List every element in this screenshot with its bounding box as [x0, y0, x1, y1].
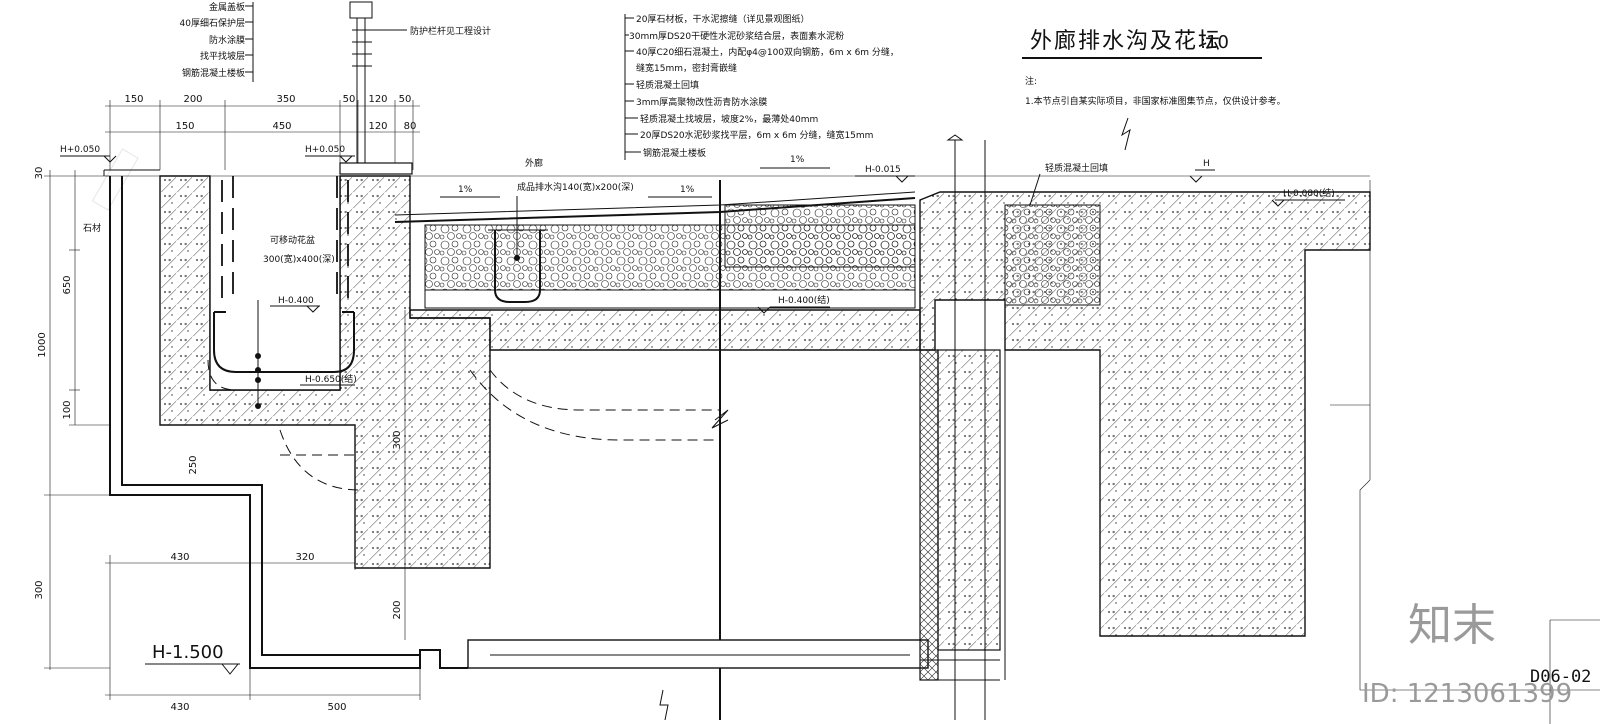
dim-top-3: 50	[343, 94, 356, 105]
elev-0015: H-0.015	[865, 165, 901, 175]
left-layer-3: 找平找坡层	[200, 50, 245, 62]
dim-left-2: 1000	[37, 332, 48, 357]
dim-top-1: 200	[183, 94, 202, 105]
drawing-code: D06-02	[1530, 667, 1591, 687]
slope-left: 1%	[458, 185, 473, 195]
dim-bottom-3: 500	[327, 702, 346, 713]
title-block: 外廊排水沟及花坛 :10 注: 1.本节点引自某实际项目，非国家标准图集节点，仅…	[1022, 29, 1286, 107]
top-dimensions: 150 200 350 50 120 50 150 450 120 80	[105, 94, 420, 170]
label-drain: 成品排水沟140(宽)x200(深)	[517, 181, 634, 193]
dim-top-2: 350	[276, 94, 295, 105]
label-planter-1: 可移动花盆	[270, 234, 315, 246]
dim-bottom-2: 430	[170, 702, 189, 713]
label-planter-2: 300(宽)x400(深)	[263, 253, 335, 265]
center-layer-5: 3mm厚高聚物改性沥青防水涂膜	[636, 96, 767, 108]
center-layer-0: 20厚石材板，干水泥擦缝（详见景观图纸）	[636, 13, 809, 25]
slope-right: 1%	[680, 185, 695, 195]
faint-watermark	[91, 148, 139, 211]
left-layer-0: 金属盖板	[209, 1, 245, 13]
watermark-id: ID: 1213061399	[1362, 679, 1572, 709]
label-light-fill: 轻质混凝土回填	[1045, 162, 1108, 174]
railing-post: 防护栏杆见工程设计	[349, 1, 491, 172]
dim-left-5: 300	[34, 580, 45, 599]
elevation-marks: H+0.050 H+0.050 H-0.400 H-0.650(结) H-0.0…	[60, 145, 1345, 675]
right-structure	[919, 117, 1600, 724]
center-layer-2: 40厚C20细石混凝土，内配φ4@100双向钢筋，6m x 6m 分缝，	[636, 46, 899, 58]
dim-top2-2: 120	[368, 121, 387, 132]
center-layer-notes: 20厚石材板，干水泥擦缝（详见景观图纸） 30mm厚DS20干硬性水泥砂浆结合层…	[624, 13, 899, 160]
elev-0650: H-0.650(结)	[305, 373, 357, 385]
center-layer-1: 30mm厚DS20干硬性水泥砂浆结合层，表面素水泥粉	[629, 30, 844, 42]
dim-left-3: 100	[62, 400, 73, 419]
dim-left-1: 650	[62, 275, 73, 294]
center-layer-4: 轻质混凝土回填	[636, 79, 699, 91]
note-0: 1.本节点引自某实际项目，非国家标准图集节点，仅供设计参考。	[1025, 95, 1286, 107]
dim-bottom-0: 430	[170, 552, 189, 563]
drawing-title: 外廊排水沟及花坛	[1030, 29, 1222, 54]
dim-top-5: 50	[399, 94, 412, 105]
floor-build-up	[279, 180, 929, 721]
drawing-scale: :10	[1200, 32, 1229, 53]
center-layer-7: 20厚DS20水泥砂浆找平层，6m x 6m 分缝，缝宽15mm	[640, 129, 873, 141]
left-dimensions: 30 650 1000 100 250 300	[34, 167, 199, 670]
elev-1500: H-1.500	[152, 642, 224, 663]
dim-mid-1: 200	[392, 600, 403, 619]
center-layer-6: 轻质混凝土找坡层，坡度2%，最薄处40mm	[640, 113, 818, 125]
elev-h-left: H+0.050	[60, 145, 100, 155]
elev-0080: H-0.080(结)	[1283, 187, 1335, 199]
slope-mid: 1%	[790, 155, 805, 165]
structure	[103, 162, 1370, 669]
center-layer-8: 钢筋混凝土楼板	[643, 147, 706, 159]
railing-note: 防护栏杆见工程设计	[410, 25, 491, 37]
drawing-labels: 石材 可移动花盆 300(宽)x400(深) 外廊 成品排水沟140(宽)x20…	[83, 155, 1108, 265]
dim-top-0: 150	[124, 94, 143, 105]
center-layer-3: 缝宽15mm，密封膏嵌缝	[636, 62, 737, 74]
dim-top2-3: 80	[404, 121, 417, 132]
elev-top: H	[1203, 159, 1210, 169]
dim-bottom-1: 320	[295, 552, 314, 563]
left-layer-2: 防水涂膜	[209, 34, 245, 46]
left-layer-1: 40厚细石保护层	[180, 17, 245, 29]
elev-0400: H-0.400	[278, 296, 314, 306]
dim-top-4: 120	[368, 94, 387, 105]
dim-top2-1: 450	[272, 121, 291, 132]
elev-0400b: H-0.400(结)	[778, 294, 830, 306]
dim-top2-0: 150	[175, 121, 194, 132]
elev-h-planter: H+0.050	[305, 145, 345, 155]
watermark-logo: 知末	[1408, 600, 1496, 651]
label-stone: 石材	[83, 222, 101, 234]
label-outer-corridor: 外廊	[525, 157, 543, 169]
watermark-block: 知末 ID: 1213061399 D06-02	[1362, 600, 1591, 709]
left-layer-4: 钢筋混凝土楼板	[182, 67, 245, 79]
left-layer-notes: 金属盖板 40厚细石保护层 防水涂膜 找平找坡层 钢筋混凝土楼板	[180, 1, 254, 82]
dim-left-4: 250	[188, 455, 199, 474]
notes-heading: 注:	[1025, 75, 1037, 87]
dim-left-0: 30	[34, 167, 45, 180]
